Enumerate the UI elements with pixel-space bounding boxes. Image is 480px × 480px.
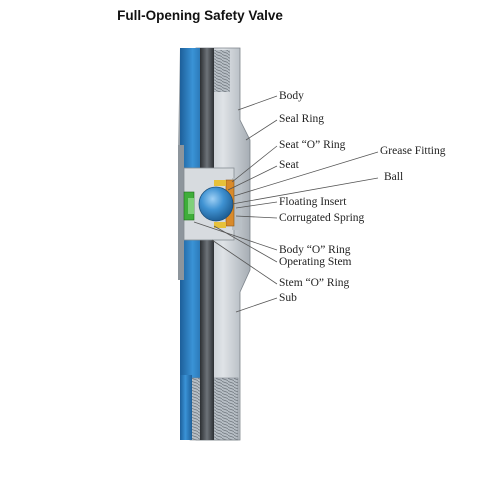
- label-ball: Ball: [384, 171, 404, 183]
- label-grease-fitting: Grease Fitting: [380, 145, 446, 157]
- label-floating-insert: Floating Insert: [279, 196, 347, 208]
- seat-shape: [214, 180, 226, 186]
- floating-insert-shape: [183, 191, 195, 221]
- label-seat: Seat: [279, 159, 299, 171]
- label-seal-ring: Seal Ring: [279, 113, 325, 125]
- label-corrugated-spring: Corrugated Spring: [279, 212, 365, 224]
- diagram-title: Full-Opening Safety Valve: [117, 8, 283, 23]
- label-body-o-ring: Body “O” Ring: [279, 244, 351, 256]
- label-body: Body: [279, 90, 304, 102]
- leader-lines: [193, 95, 379, 313]
- operating-stem: [200, 48, 214, 440]
- label-operating-stem: Operating Stem: [279, 256, 352, 268]
- ball-shape: [198, 186, 234, 222]
- label-stem-o-ring: Stem “O” Ring: [279, 277, 350, 289]
- top-thread: [212, 50, 230, 92]
- label-sub: Sub: [279, 292, 297, 304]
- label-seat-o-ring: Seat “O” Ring: [279, 139, 346, 151]
